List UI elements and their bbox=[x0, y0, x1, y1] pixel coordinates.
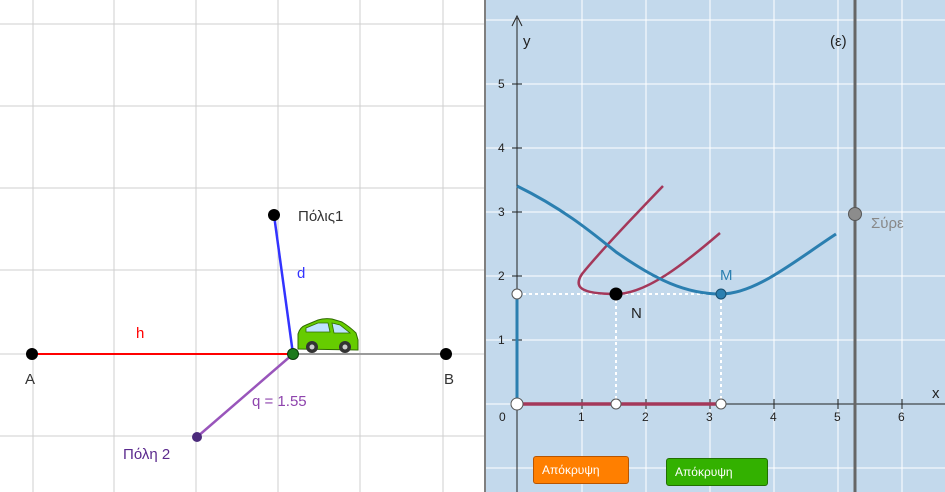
x-tick-1: 1 bbox=[578, 410, 585, 424]
label-epsilon: (ε) bbox=[830, 33, 847, 50]
label-N: N bbox=[631, 305, 642, 322]
x-tick-0: 0 bbox=[499, 410, 506, 424]
guide-lines bbox=[517, 293, 722, 404]
point-origin[interactable] bbox=[510, 397, 524, 411]
label-B: B bbox=[444, 371, 454, 388]
point-city2[interactable] bbox=[192, 432, 202, 442]
y-tick-5: 5 bbox=[498, 77, 505, 91]
red-curves bbox=[577, 185, 721, 296]
label-d: d bbox=[297, 265, 305, 282]
panel-splitter[interactable] bbox=[484, 0, 486, 492]
point-M[interactable] bbox=[715, 288, 727, 300]
y-tick-1: 1 bbox=[498, 333, 505, 347]
y-axis-label: y bbox=[523, 33, 531, 50]
point-car[interactable] bbox=[287, 348, 299, 360]
car-icon bbox=[297, 318, 359, 353]
hide-button-green[interactable]: Απόκρυψη bbox=[666, 458, 768, 486]
label-h: h bbox=[136, 325, 144, 342]
point-N[interactable] bbox=[609, 287, 623, 301]
point-city1[interactable] bbox=[268, 209, 280, 221]
point-x-M[interactable] bbox=[715, 398, 727, 410]
y-tick-3: 3 bbox=[498, 205, 505, 219]
label-city1: Πόλις1 bbox=[298, 208, 343, 225]
graphics-view-1-canvas[interactable]: A B h d Πόλις1 Πόλη 2 q = 1.55 bbox=[0, 0, 484, 492]
point-x-N[interactable] bbox=[610, 398, 622, 410]
blue-curve bbox=[516, 184, 837, 296]
label-A: A bbox=[25, 371, 35, 388]
point-B[interactable] bbox=[440, 348, 452, 360]
x-tick-5: 5 bbox=[834, 410, 841, 424]
x-tick-6: 6 bbox=[898, 410, 905, 424]
x-tick-4: 4 bbox=[770, 410, 777, 424]
label-city2: Πόλη 2 bbox=[123, 446, 170, 463]
x-tick-2: 2 bbox=[642, 410, 649, 424]
point-A[interactable] bbox=[26, 348, 38, 360]
grid-2 bbox=[486, 0, 945, 492]
x-tick-3: 3 bbox=[706, 410, 713, 424]
label-q: q = 1.55 bbox=[252, 393, 307, 410]
hide-button-orange[interactable]: Απόκρυψη bbox=[533, 456, 629, 484]
graphics-view-2-canvas[interactable]: 1 2 3 4 5 0 1 2 3 4 5 6 y x (ε) bbox=[486, 0, 945, 492]
segment-d[interactable] bbox=[272, 214, 295, 355]
y-tick-2: 2 bbox=[498, 269, 505, 283]
point-drag[interactable] bbox=[848, 207, 862, 221]
y-tick-4: 4 bbox=[498, 141, 505, 155]
grid-1 bbox=[0, 0, 484, 492]
label-drag: Σύρε bbox=[871, 215, 904, 232]
graphics-view-1[interactable]: A B h d Πόλις1 Πόλη 2 q = 1.55 bbox=[0, 0, 484, 492]
axes bbox=[511, 14, 945, 492]
point-y-axis[interactable] bbox=[511, 288, 523, 300]
label-M: M bbox=[720, 267, 733, 284]
segment-q[interactable] bbox=[196, 353, 294, 438]
graphics-view-2[interactable]: 1 2 3 4 5 0 1 2 3 4 5 6 y x (ε) bbox=[486, 0, 945, 492]
x-axis-label: x bbox=[932, 385, 940, 402]
